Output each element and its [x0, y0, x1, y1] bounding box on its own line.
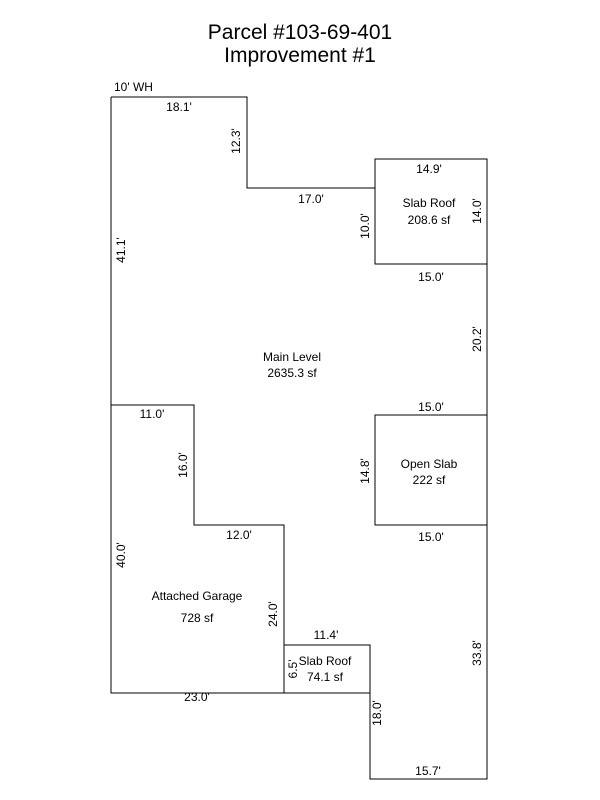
dim-label: 24.0' — [266, 601, 280, 627]
diagram-title-parcel: Parcel #103-69-401 — [207, 21, 393, 44]
wall-height-note: 10' WH — [114, 80, 153, 94]
dim-label: 20.2' — [470, 326, 484, 352]
slab-roof-top-outline — [374, 188, 487, 265]
dim-label: 10.0' — [358, 213, 372, 239]
open-slab-area: 222 sf — [413, 473, 446, 487]
dim-label: 14.8' — [358, 458, 372, 484]
open-slab-outline — [374, 414, 488, 526]
dim-label: 41.1' — [114, 237, 128, 263]
dim-label: 17.0' — [298, 192, 324, 206]
dim-label: 14.9' — [416, 162, 442, 176]
dim-label: 18.0' — [370, 700, 384, 726]
dim-label: 40.0' — [114, 542, 128, 568]
slab-roof-top-label: Slab Roof — [403, 196, 456, 210]
dim-label: 15.0' — [418, 530, 444, 544]
dim-label: 15.0' — [418, 270, 444, 284]
dim-label: 11.0' — [140, 407, 165, 421]
dim-label: 15.7' — [415, 764, 441, 778]
garage-area: 728 sf — [181, 611, 214, 625]
dim-label: 12.3' — [229, 128, 243, 154]
main-level-label: Main Level — [263, 350, 321, 364]
dim-label: 16.0' — [176, 452, 190, 478]
main-level-area: 2635.3 sf — [267, 366, 317, 380]
slab-roof-bottom-outline — [284, 644, 371, 693]
dim-label: 23.0' — [184, 690, 210, 704]
slab-roof-bottom-area: 74.1 sf — [307, 670, 344, 684]
dim-label: 11.4' — [314, 628, 339, 642]
dim-label: 18.1' — [166, 100, 192, 114]
open-slab-label: Open Slab — [401, 457, 458, 471]
dim-label: 6.5' — [286, 660, 300, 679]
dim-label: 12.0' — [226, 528, 252, 542]
garage-outline — [111, 404, 285, 693]
slab-roof-top-area: 208.6 sf — [408, 213, 451, 227]
dim-label: 14.0' — [470, 198, 484, 224]
dim-label: 33.8' — [470, 640, 484, 666]
slab-roof-bottom-label: Slab Roof — [299, 654, 352, 668]
garage-label: Attached Garage — [152, 589, 243, 603]
diagram-title-improvement: Improvement #1 — [224, 44, 376, 67]
dim-label: 15.0' — [418, 400, 444, 414]
